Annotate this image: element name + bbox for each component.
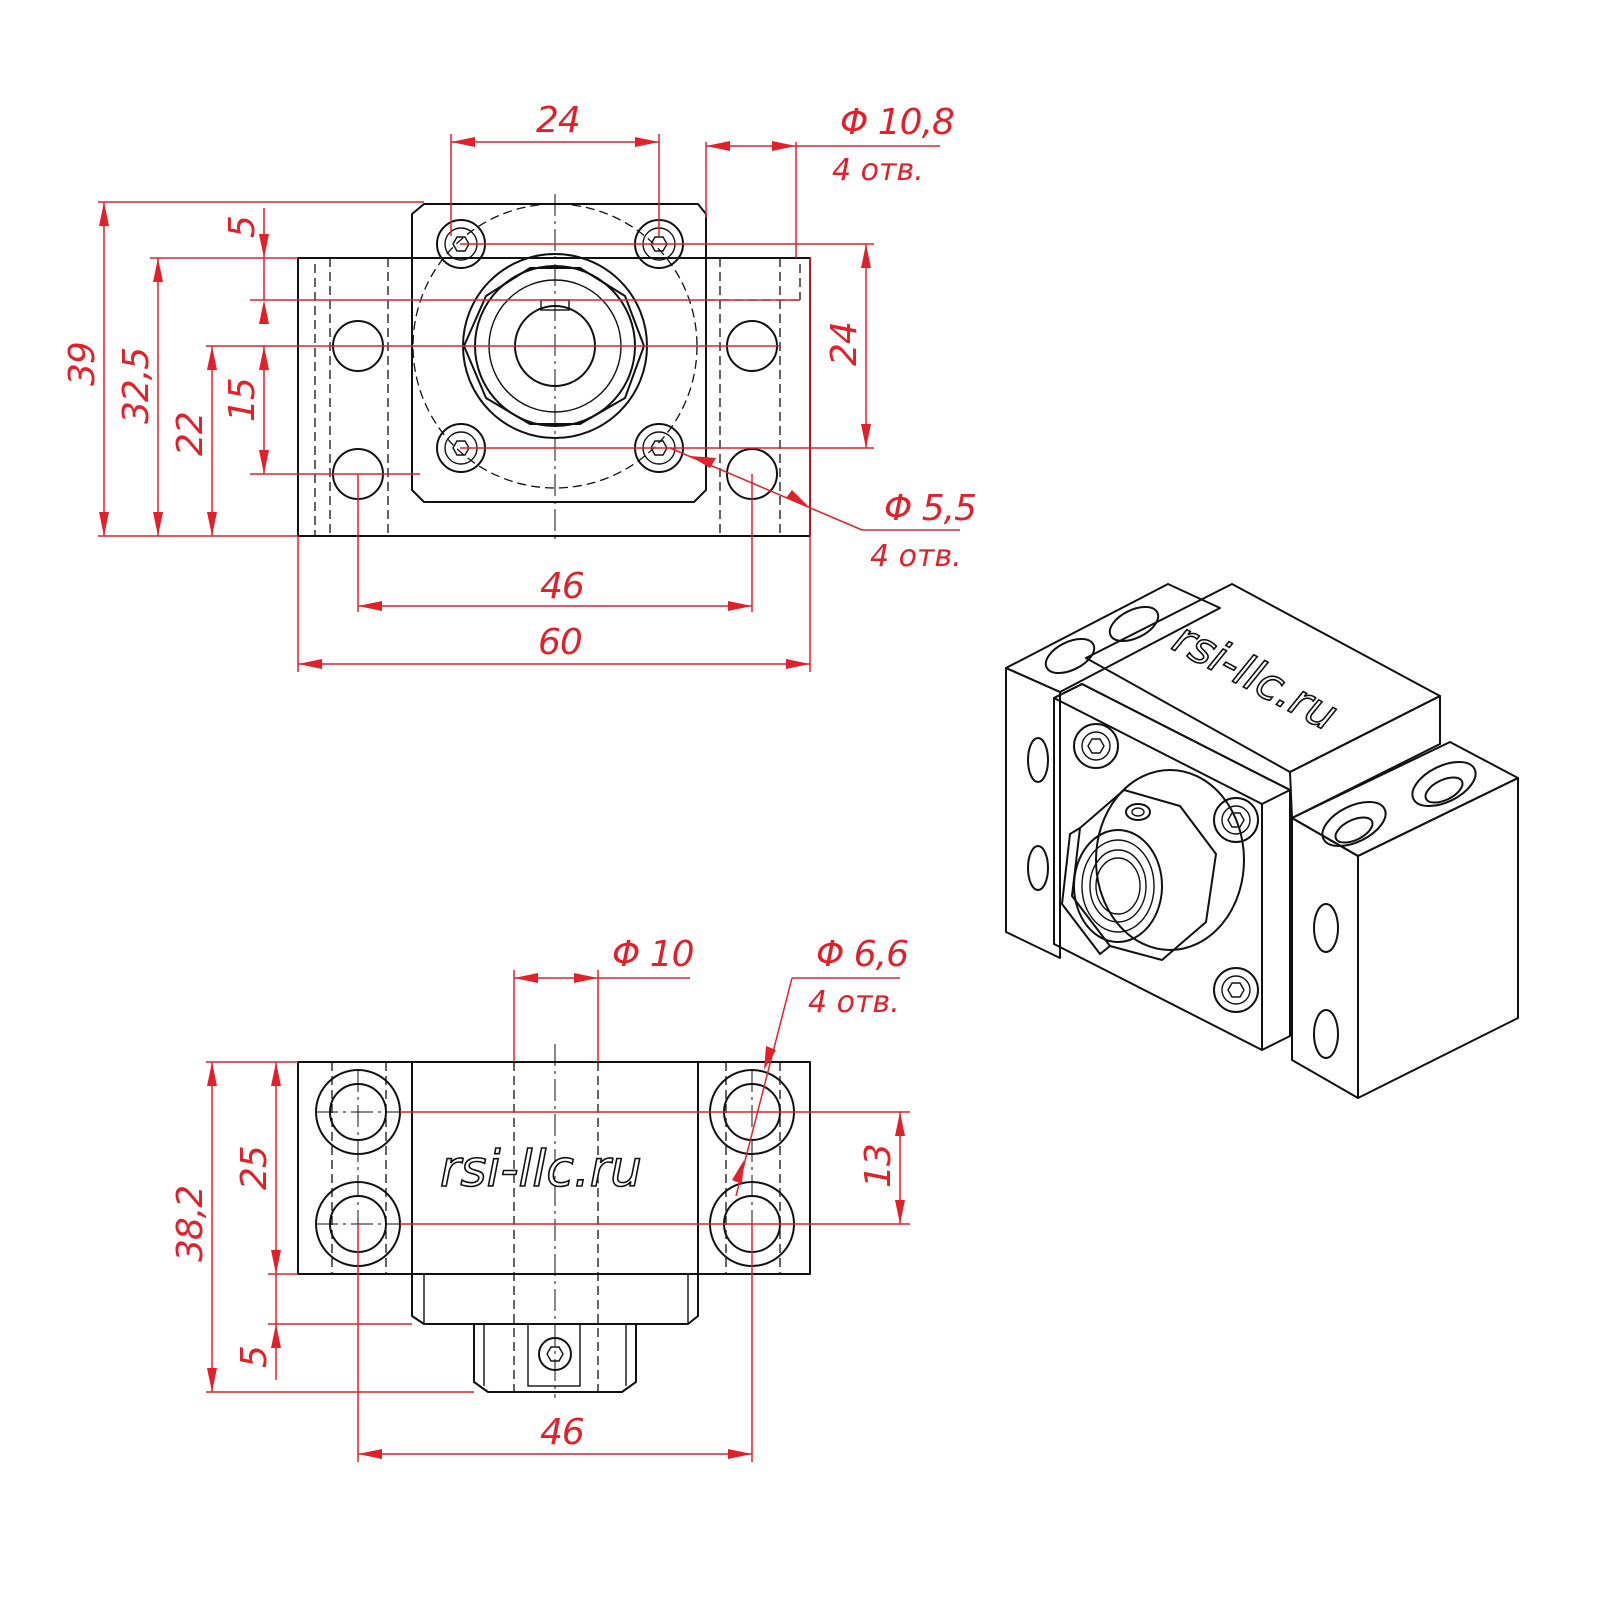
- iso-bearing-ring: [1095, 769, 1245, 951]
- iso-locknut: [1071, 789, 1217, 961]
- dim-mount-hole: Φ 6,6: [816, 934, 908, 975]
- iso-flange-face: [1053, 683, 1291, 1051]
- dim-bore: Φ 10: [612, 934, 694, 975]
- bottom-view: rsi-llc.ru: [297, 1044, 811, 1398]
- dim-counterbore-count: 4 отв.: [832, 153, 924, 188]
- bottom-base-outline: [297, 1061, 811, 1275]
- bottom-dimensions: Φ 10 Φ 6,6 4 отв. 38,2 25 5 13: [170, 934, 910, 1462]
- dim-height-total: 39: [62, 342, 103, 386]
- front-dimensions: 24 Φ 10,8 4 отв. 39 32,5 22 5 15: [62, 100, 977, 672]
- dim-bolt-hole-count: 4 отв.: [870, 539, 962, 574]
- dim-depth-body: 25: [234, 1146, 275, 1190]
- iso-right-block-top: [1291, 741, 1519, 857]
- iso-left-block-face: [1005, 667, 1061, 959]
- dim-height-axis: 22: [170, 412, 211, 456]
- iso-flange-bolt-2: [1213, 797, 1259, 843]
- dim-mount-hole-count: 4 отв.: [808, 985, 900, 1020]
- iso-flange-bolt-3: [1213, 967, 1259, 1013]
- dim-depth-total: 38,2: [170, 1186, 211, 1262]
- dim-width-total: 60: [538, 622, 582, 663]
- dim-bottom-mount-spacing: 46: [540, 1412, 584, 1453]
- dim-top-bolt-spacing: 24: [536, 100, 580, 141]
- dim-bolt-hole: Φ 5,5: [884, 488, 976, 529]
- iso-right-block-face: [1357, 777, 1519, 1099]
- iso-brand-text: rsi-llc.ru: [1165, 613, 1346, 741]
- dim-height-body: 32,5: [116, 348, 157, 424]
- dim-flange-offset: 5: [234, 1346, 275, 1368]
- iso-threaded-bore: [1073, 829, 1163, 943]
- iso-flange-bolt-1: [1073, 723, 1119, 769]
- dim-bolt-spacing-vertical: 24: [824, 322, 865, 366]
- dim-hole-spacing-vertical: 15: [222, 378, 263, 422]
- dim-counterbore: Φ 10,8: [840, 102, 954, 143]
- dim-hole-spacing: 13: [858, 1144, 899, 1188]
- front-view: [297, 194, 811, 542]
- bottom-brand-text: rsi-llc.ru: [440, 1140, 642, 1198]
- iso-view: rsi-llc.ru: [1005, 583, 1519, 1099]
- bottom-nut-outline: [473, 1324, 637, 1393]
- dim-top-offset: 5: [222, 216, 263, 238]
- front-flange-outline: [411, 203, 707, 503]
- dim-mount-spacing: 46: [540, 566, 584, 607]
